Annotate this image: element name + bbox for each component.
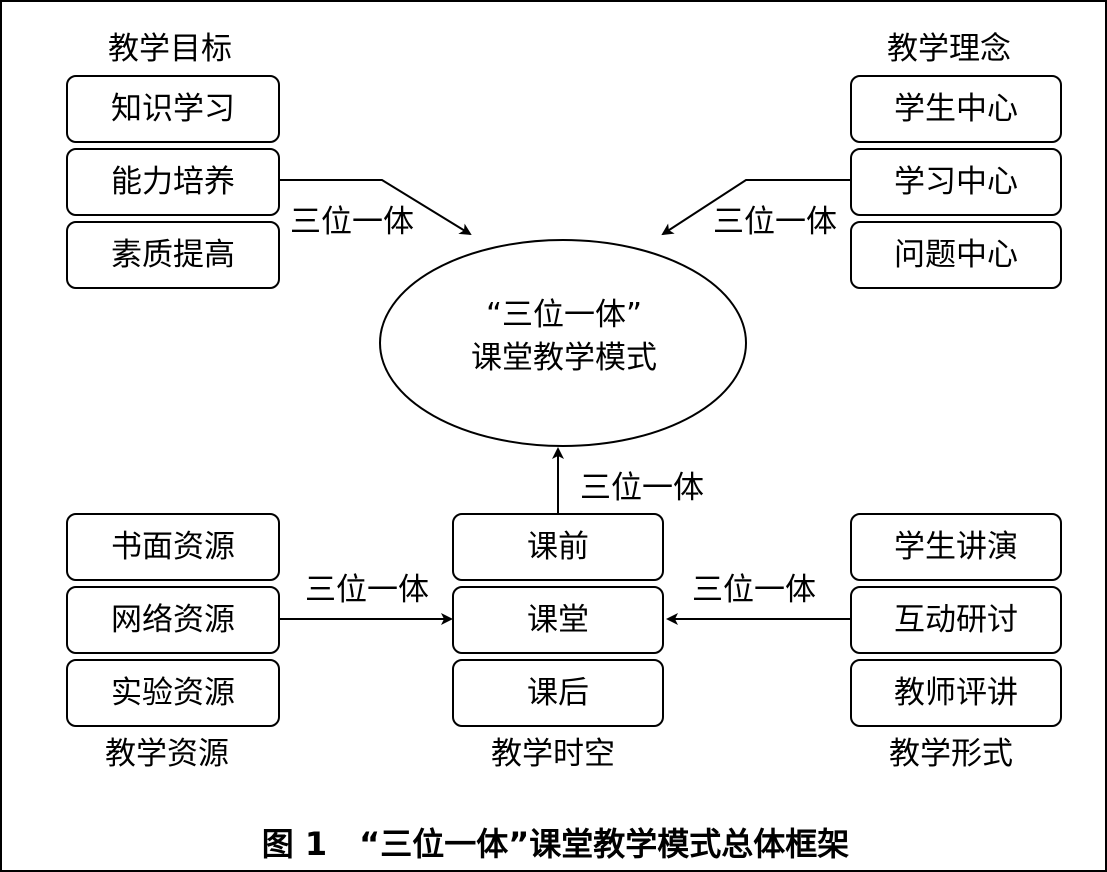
philosophy-connector-label: 三位一体 [713, 204, 837, 240]
spacetime-title: 教学时空 [491, 736, 615, 772]
philosophy-item-learning: 学习中心 [850, 148, 1062, 216]
forms-title: 教学形式 [889, 736, 1013, 772]
resources-title: 教学资源 [105, 736, 229, 772]
resources-item-lab: 实验资源 [66, 659, 280, 727]
center-node-text: “三位一体” 课堂教学模式 [382, 294, 746, 380]
center-title-line1: “三位一体” [485, 297, 643, 333]
spacetime-connector-label: 三位一体 [580, 470, 704, 506]
philosophy-item-student: 学生中心 [850, 75, 1062, 143]
goals-item-knowledge: 知识学习 [66, 75, 280, 143]
spacetime-item-before-class: 课前 [452, 513, 664, 581]
philosophy-title: 教学理念 [887, 31, 1011, 67]
resources-item-network: 网络资源 [66, 586, 280, 654]
forms-item-discussion: 互动研讨 [850, 586, 1062, 654]
philosophy-arrow [661, 179, 850, 236]
goals-connector-label: 三位一体 [290, 204, 414, 240]
goals-item-quality: 素质提高 [66, 221, 280, 289]
center-ellipse [379, 239, 747, 447]
goals-arrow [280, 179, 472, 236]
forms-item-presentation: 学生讲演 [850, 513, 1062, 581]
forms-connector-label: 三位一体 [692, 572, 816, 608]
spacetime-item-in-class: 课堂 [452, 586, 664, 654]
goals-title: 教学目标 [108, 31, 232, 67]
figure-caption: 图 1 “三位一体”课堂教学模式总体框架 [261, 825, 850, 863]
center-title-line2: 课堂教学模式 [471, 340, 657, 376]
spacetime-item-after-class: 课后 [452, 659, 664, 727]
resources-connector-label: 三位一体 [305, 572, 429, 608]
philosophy-item-problem: 问题中心 [850, 221, 1062, 289]
goals-item-ability: 能力培养 [66, 148, 280, 216]
resources-item-print: 书面资源 [66, 513, 280, 581]
forms-item-lecture: 教师评讲 [850, 659, 1062, 727]
